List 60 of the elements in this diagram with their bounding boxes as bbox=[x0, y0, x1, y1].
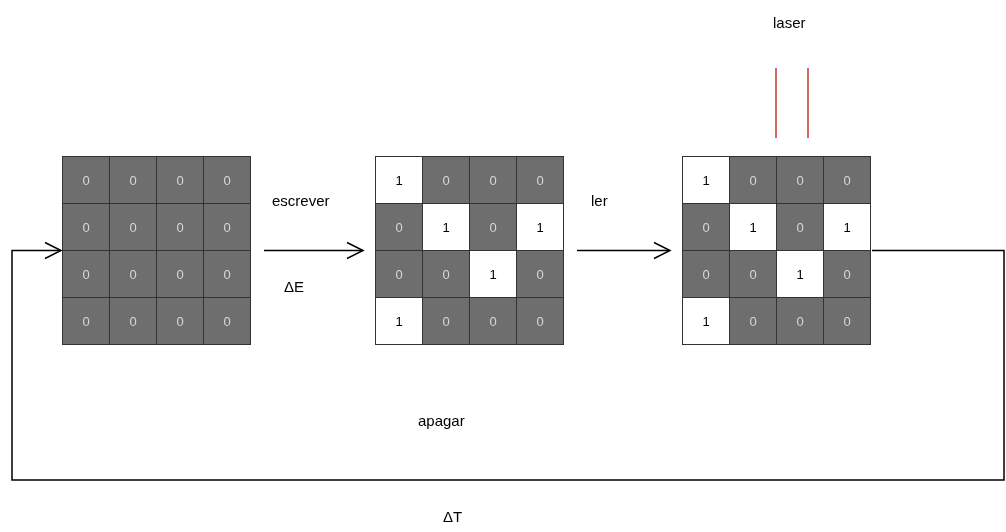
bit-cell: 0 bbox=[777, 298, 823, 344]
energy-label: ΔE bbox=[284, 278, 305, 295]
bit-cell-set: 1 bbox=[777, 251, 823, 297]
edge-label: escrever bbox=[272, 192, 330, 209]
bit-cell: 0 bbox=[777, 157, 823, 203]
memory-grid bbox=[62, 156, 251, 345]
bit-cell: 0 bbox=[157, 298, 203, 344]
bit-cell-set: 1 bbox=[376, 157, 422, 203]
bit-cell: 0 bbox=[423, 298, 469, 344]
bit-cell: 0 bbox=[204, 251, 250, 297]
bit-cell: 0 bbox=[63, 204, 109, 250]
bit-cell: 0 bbox=[517, 251, 563, 297]
bit-cell-set: 1 bbox=[730, 204, 776, 250]
bit-cell: 0 bbox=[730, 298, 776, 344]
bit-cell-set: 1 bbox=[683, 298, 729, 344]
bit-cell: 0 bbox=[110, 157, 156, 203]
bit-cell: 0 bbox=[517, 157, 563, 203]
bit-cell: 0 bbox=[157, 157, 203, 203]
bit-cell: 0 bbox=[110, 204, 156, 250]
bit-cell: 0 bbox=[157, 251, 203, 297]
arrow bbox=[263, 241, 364, 260]
bit-cell: 0 bbox=[376, 204, 422, 250]
edge-label: ler bbox=[591, 192, 608, 209]
bit-cell: 0 bbox=[683, 251, 729, 297]
bit-cell: 0 bbox=[730, 157, 776, 203]
arrow bbox=[576, 241, 671, 260]
memory-grid bbox=[682, 156, 871, 345]
bit-cell-set: 1 bbox=[517, 204, 563, 250]
bit-cell: 0 bbox=[824, 251, 870, 297]
bit-cell: 0 bbox=[777, 204, 823, 250]
bit-cell-set: 1 bbox=[423, 204, 469, 250]
bit-cell: 0 bbox=[204, 204, 250, 250]
bit-cell: 0 bbox=[63, 298, 109, 344]
bit-cell: 0 bbox=[730, 251, 776, 297]
bit-cell: 0 bbox=[157, 204, 203, 250]
bit-cell: 0 bbox=[470, 298, 516, 344]
bit-cell: 0 bbox=[824, 157, 870, 203]
bit-cell: 0 bbox=[470, 157, 516, 203]
bit-cell: 0 bbox=[517, 298, 563, 344]
bit-cell: 0 bbox=[423, 157, 469, 203]
bit-cell: 0 bbox=[110, 298, 156, 344]
bit-cell: 0 bbox=[824, 298, 870, 344]
bit-cell: 0 bbox=[683, 204, 729, 250]
bit-cell: 0 bbox=[63, 157, 109, 203]
bit-cell: 0 bbox=[470, 204, 516, 250]
bit-cell-set: 1 bbox=[824, 204, 870, 250]
bit-cell: 0 bbox=[423, 251, 469, 297]
bit-cell-set: 1 bbox=[376, 298, 422, 344]
bit-cell: 0 bbox=[110, 251, 156, 297]
time-label: ΔT bbox=[443, 508, 463, 525]
bit-cell: 0 bbox=[376, 251, 422, 297]
laser-label: laser bbox=[773, 14, 806, 31]
arrow bbox=[11, 241, 1005, 481]
bit-cell: 0 bbox=[63, 251, 109, 297]
bit-cell: 0 bbox=[204, 157, 250, 203]
bit-cell-set: 1 bbox=[470, 251, 516, 297]
bit-cell: 0 bbox=[204, 298, 250, 344]
bit-cell-set: 1 bbox=[683, 157, 729, 203]
edge-label: apagar bbox=[418, 412, 465, 429]
memory-grid bbox=[375, 156, 564, 345]
